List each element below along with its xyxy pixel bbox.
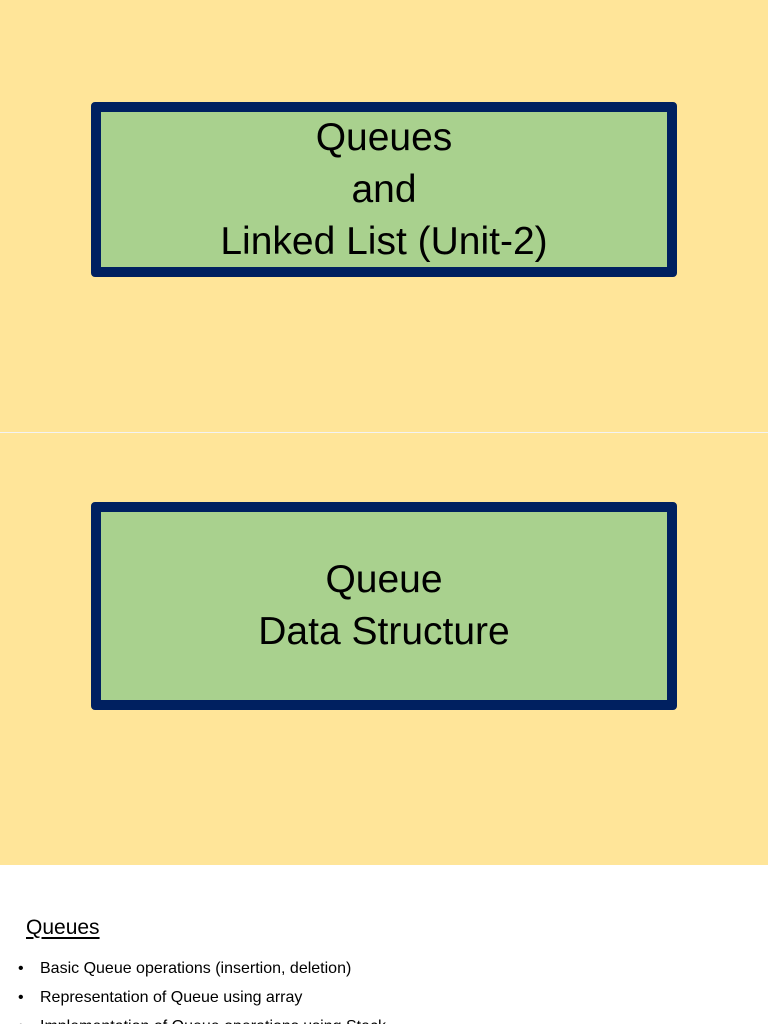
slide-1: Queues and Linked List (Unit-2): [0, 0, 768, 432]
bullet-item: Implementation of Queue operations using…: [18, 1016, 386, 1024]
bullet-item: Basic Queue operations (insertion, delet…: [18, 958, 386, 987]
bullet-item: Representation of Queue using array: [18, 987, 386, 1016]
title-line: Queues: [315, 115, 453, 159]
title-line: and: [351, 167, 417, 211]
bullet-list: Basic Queue operations (insertion, delet…: [18, 958, 386, 1024]
title-line: Data Structure: [258, 610, 510, 653]
slide-heading: Queues: [26, 916, 100, 939]
slide-3: Queues Basic Queue operations (insertion…: [0, 866, 768, 1024]
title-box: Queue Data Structure: [91, 502, 677, 710]
title-box: Queues and Linked List (Unit-2): [91, 102, 677, 277]
title-line: Queue: [325, 558, 443, 601]
slide-2: Queue Data Structure: [0, 433, 768, 865]
title-line: Linked List (Unit-2): [220, 219, 548, 263]
slide-divider: [0, 432, 768, 433]
